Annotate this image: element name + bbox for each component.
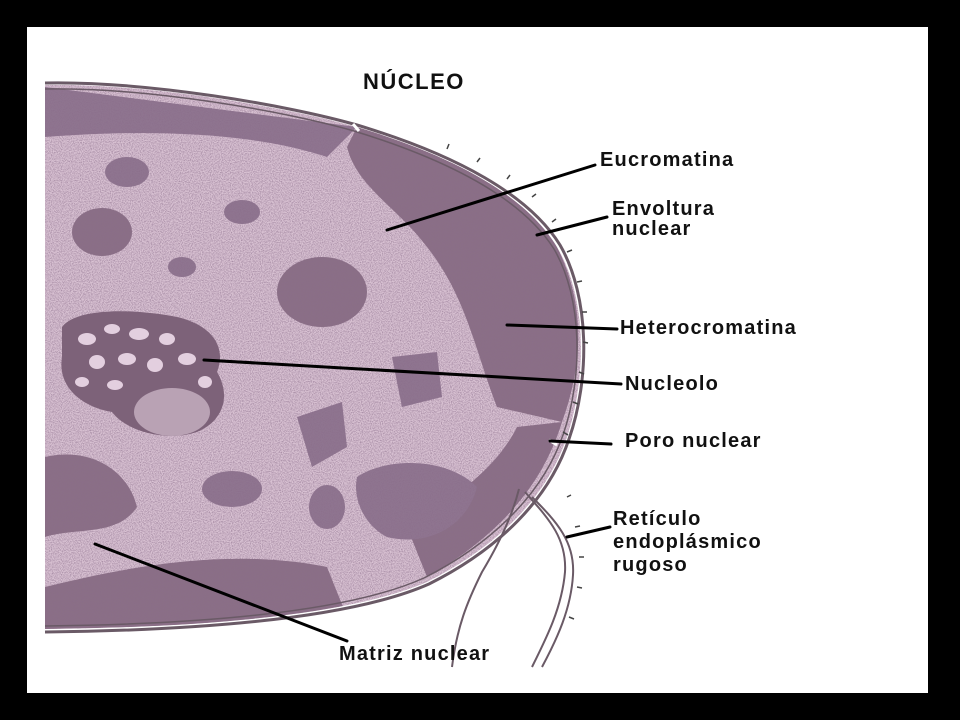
- leader-line-heterocromatina: [505, 323, 619, 331]
- nucleus-diagram: [44, 81, 623, 668]
- label-reticulo-line3: rugoso: [613, 554, 688, 576]
- grain-texture: [45, 84, 581, 629]
- label-nucleolo: Nucleolo: [625, 373, 720, 395]
- label-envoltura-nuclear-line2: nuclear: [612, 218, 692, 240]
- label-reticulo-line2: endoplásmico: [613, 531, 762, 553]
- nucleolus-pattern: [75, 324, 212, 390]
- leader-lines: [93, 163, 623, 643]
- nuclear-envelope: [44, 81, 589, 634]
- label-reticulo-line1: Retículo: [613, 508, 702, 530]
- nucleus: [45, 84, 581, 629]
- leader-line-reticulo: [565, 525, 612, 539]
- leader-line-eucromatina: [385, 163, 597, 232]
- leader-line-poro: [548, 439, 613, 446]
- nucleolus: [61, 311, 225, 436]
- diagram-panel: NÚCLEO Eucromatina Envoltura nuclear Het…: [27, 27, 928, 693]
- leader-line-nucleolo: [202, 358, 623, 386]
- label-eucromatina: Eucromatina: [600, 149, 735, 171]
- nucleolus-granular-zone: [134, 388, 210, 436]
- label-poro-nuclear: Poro nuclear: [625, 430, 762, 452]
- label-heterocromatina: Heterocromatina: [620, 317, 797, 339]
- label-matriz-nuclear: Matriz nuclear: [339, 643, 491, 665]
- leader-line-matriz: [93, 542, 349, 643]
- leader-line-envoltura: [535, 215, 609, 237]
- label-envoltura-nuclear-line1: Envoltura: [612, 198, 716, 220]
- diagram-title: NÚCLEO: [363, 69, 465, 94]
- rough-endoplasmic-reticulum: [451, 488, 584, 668]
